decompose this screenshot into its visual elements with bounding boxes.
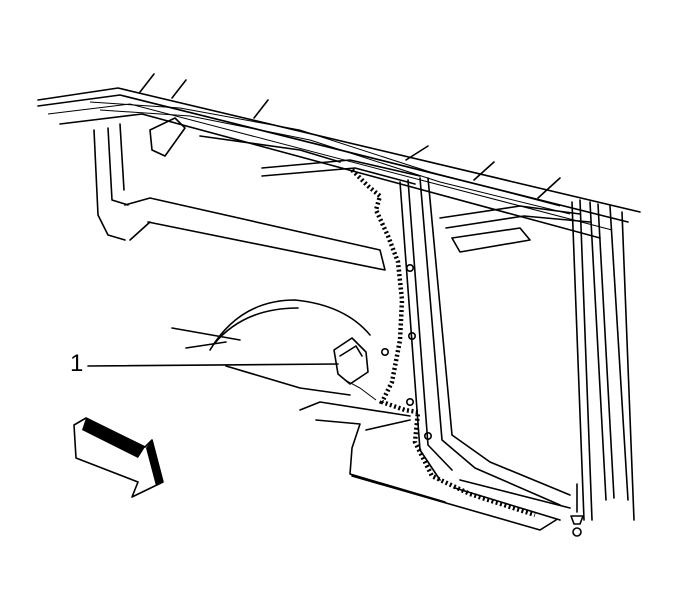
right-pillars xyxy=(571,199,635,521)
wiring-harness xyxy=(350,168,536,518)
front-direction-arrow xyxy=(73,417,164,498)
harness-connector xyxy=(333,337,377,401)
harness-clips xyxy=(380,263,432,440)
floor-fastener xyxy=(570,483,584,537)
floor-sill xyxy=(299,401,571,531)
callout-label-1: 1 xyxy=(70,350,84,377)
callout-leader-1 xyxy=(87,363,339,367)
rear-panel xyxy=(93,123,386,271)
roof-clips xyxy=(139,73,561,199)
roof-rail xyxy=(37,87,641,253)
wheelhouse xyxy=(171,299,371,396)
pillar xyxy=(399,177,571,506)
